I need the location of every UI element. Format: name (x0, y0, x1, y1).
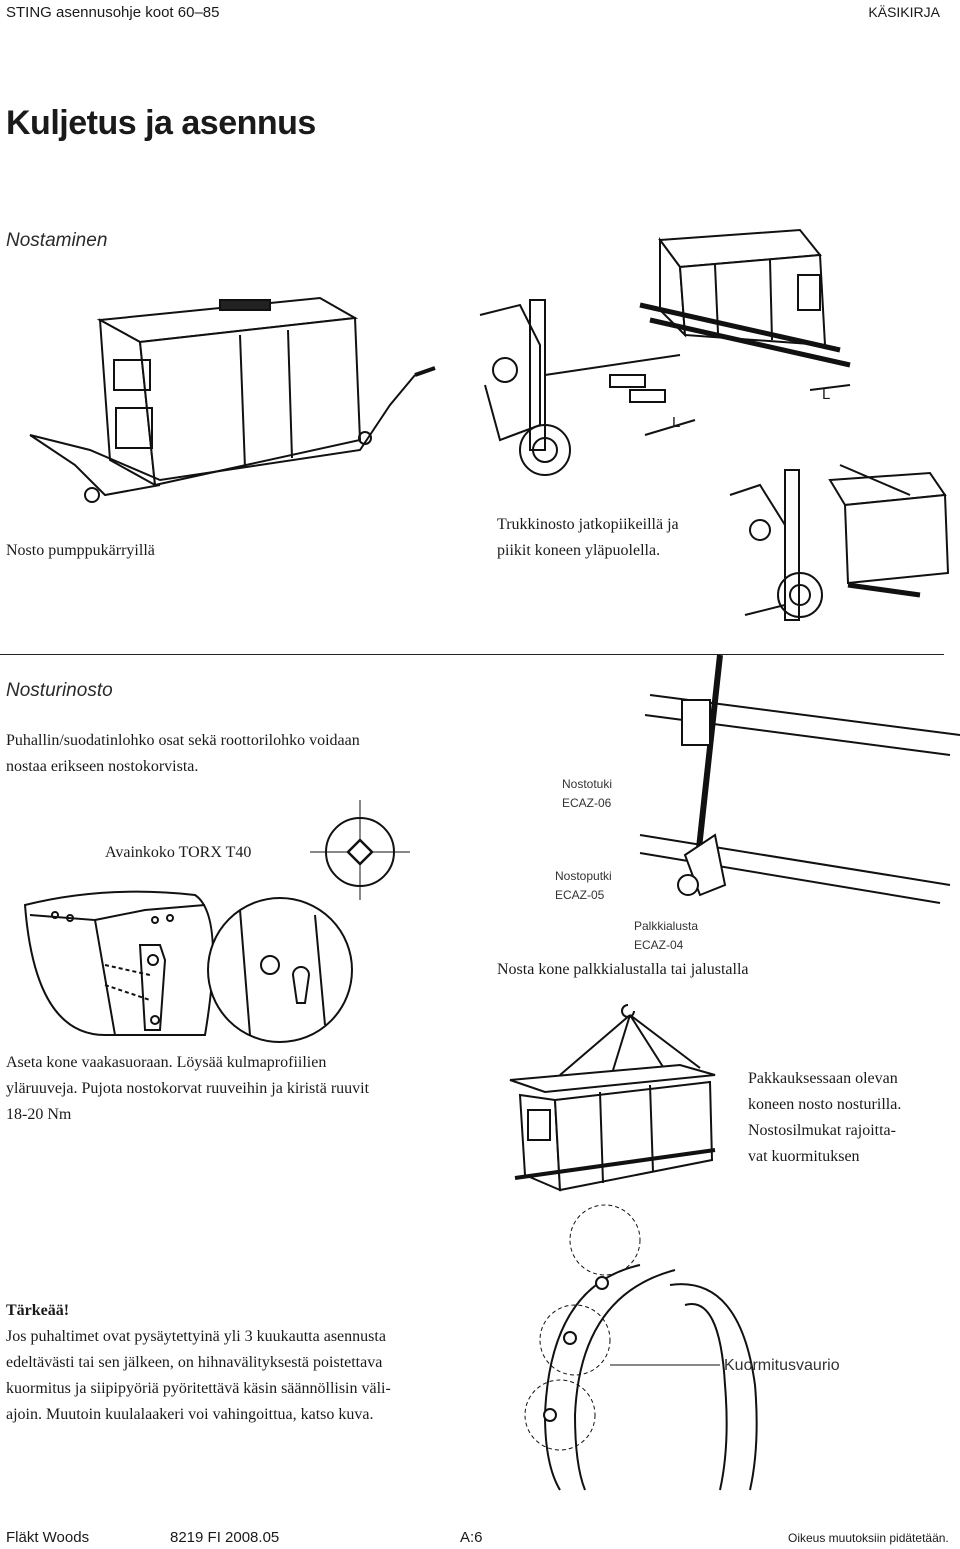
section-heading-crane: Nosturinosto (6, 680, 113, 701)
bearing-damage-illustration (524, 1204, 758, 1491)
lifting-tube-illustration (639, 654, 960, 904)
caption-pallet-jack: Nosto pumppukärryillä (6, 542, 155, 559)
level-text-line3: 18-20 Nm (6, 1106, 72, 1123)
package-text-line3: Nostosilmukat rajoitta- (748, 1122, 896, 1139)
level-text-line2: yläruuveja. Pujota nostokorvat ruuveihin… (6, 1080, 370, 1097)
base-label: Palkkialusta (634, 919, 699, 933)
caption-forklift-line1: Trukkinosto jatkopiikeillä ja (497, 516, 679, 533)
packaged-lift-illustration (509, 1004, 716, 1192)
pallet-jack-illustration (29, 296, 436, 503)
support-code: ECAZ-06 (562, 796, 612, 810)
forklift-illustration-top (479, 228, 851, 476)
notice-line1: Jos puhaltimet ovat pysäytettyinä yli 3 … (6, 1328, 386, 1345)
package-text-line1: Pakkauksessaan olevan (748, 1070, 898, 1087)
forklift-illustration-bottom (729, 464, 950, 621)
fork-length-label-left: L (672, 414, 681, 431)
header-tag: KÄSIKIRJA (868, 4, 940, 20)
page-title: Kuljetus ja asennus (6, 104, 316, 142)
crane-intro-line1: Puhallin/suodatinlohko osat sekä roottor… (6, 732, 360, 749)
base-code: ECAZ-04 (634, 938, 684, 952)
level-text-line1: Aseta kone vaakasuoraan. Löysää kulmapro… (6, 1054, 327, 1071)
key-size-label: Avainkoko TORX T40 (105, 844, 252, 861)
torx-symbol (310, 800, 410, 900)
notice-title: Tärkeää! (6, 1302, 70, 1319)
tube-label: Nostoputki (555, 869, 612, 883)
section-divider (0, 654, 944, 655)
notice-line2: edeltävästi tai sen jälkeen, on hihnaväl… (6, 1354, 383, 1371)
notice-line3: kuormitus ja siipipyöriä pyöritettävä kä… (6, 1380, 391, 1397)
footer-brand: Fläkt Woods (6, 1529, 90, 1546)
notice-line4: ajoin. Muutoin kuulalaakeri voi vahingoi… (6, 1406, 374, 1423)
section-heading-lifting: Nostaminen (6, 230, 108, 251)
footer-rights: Oikeus muutoksiin pidätetään. (788, 1531, 949, 1545)
crane-intro-line2: nostaa erikseen nostokorvista. (6, 758, 199, 775)
tube-code: ECAZ-05 (555, 888, 605, 902)
lifting-eye-illustration (23, 890, 353, 1043)
package-text-line2: koneen nosto nosturilla. (748, 1096, 902, 1113)
damage-label: Kuormitusvaurio (724, 1357, 840, 1374)
support-label: Nostotuki (562, 777, 613, 791)
header-doc-title: STING asennusohje koot 60–85 (6, 4, 220, 21)
fork-length-label-right: L (822, 386, 831, 403)
package-text-line4: vat kuormituksen (748, 1148, 860, 1165)
caption-forklift-line2: piikit koneen yläpuolella. (497, 542, 661, 559)
footer-page-number: A:6 (460, 1529, 483, 1546)
base-caption: Nosta kone palkkialustalla tai jalustall… (497, 961, 749, 978)
footer-doc-code: 8219 FI 2008.05 (170, 1529, 280, 1546)
